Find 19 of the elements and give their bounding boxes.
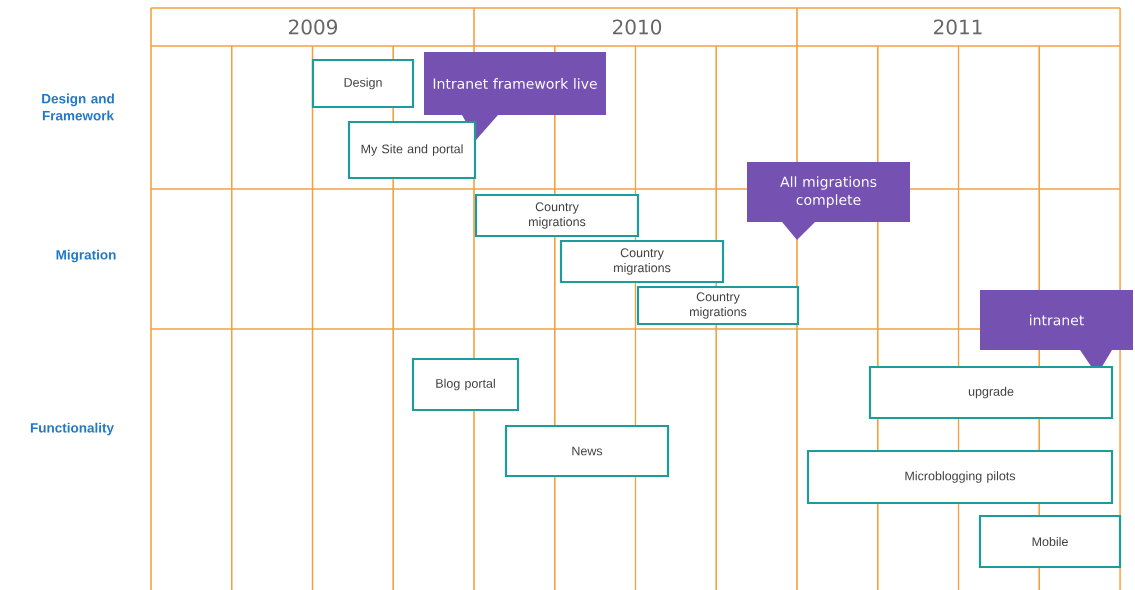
- callout: Intranet framework live: [424, 52, 606, 140]
- process-box: Country migrations: [636, 285, 800, 326]
- process-box: Country migrations: [559, 239, 725, 284]
- year-label: 2011: [934, 19, 982, 35]
- callout: intranet: [980, 290, 1133, 375]
- callout: All migrations complete: [747, 162, 910, 240]
- process-box: Mobile: [978, 514, 1122, 569]
- process-box: Country migrations: [474, 193, 640, 238]
- year-label: 2009: [289, 19, 338, 35]
- year-label: 2010: [613, 19, 662, 35]
- process-box: upgrade: [868, 365, 1114, 420]
- row-label: Functionality: [30, 422, 114, 436]
- process-box: Blog portal: [411, 357, 520, 412]
- row-label: Migration: [56, 249, 116, 263]
- process-box: News: [504, 424, 670, 478]
- row-label: Design and Framework: [42, 93, 115, 121]
- process-box: Design: [311, 58, 415, 109]
- process-box: My Site and portal: [347, 120, 477, 180]
- process-box: Microblogging pilots: [806, 449, 1114, 505]
